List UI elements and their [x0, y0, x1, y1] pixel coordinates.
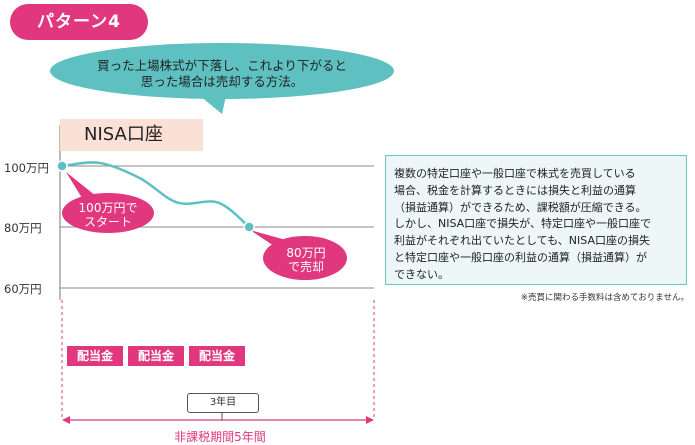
speech-line-1: 買った上場株式が下落し、これより下がると: [97, 58, 347, 73]
sell-annotation-line-1: 80万円: [286, 246, 326, 260]
dividend-badge-3: 配当金: [189, 346, 245, 366]
start-annotation-line-2: スタート: [83, 215, 132, 229]
series-line: [61, 161, 251, 228]
start-bubble: [62, 193, 154, 233]
pattern-badge: パターン4: [10, 4, 148, 40]
speech-line-2: 思った場合は売却する方法。: [140, 74, 304, 89]
y-tick-label-60: 60万円: [4, 282, 42, 296]
speech-bubble: [50, 43, 394, 99]
start-annotation-label: 100万円で スタート: [66, 201, 150, 229]
info-line-5: 利益がそれぞれ出ていたとしても、NISA口座の損失: [394, 234, 650, 248]
start-bubble-tail: [66, 172, 96, 198]
sell-point: [243, 221, 255, 233]
info-line-2: 場合、税金を計算するときには損失と利益の通算: [394, 183, 636, 197]
sell-bubble-tail: [250, 230, 286, 246]
info-line-3: （損益通算）ができるため、課税額が圧縮できる。: [394, 200, 647, 214]
info-line-1: 複数の特定口座や一般口座で株式を売買している: [394, 167, 636, 180]
info-line-4: しかし、NISA口座で損失が、特定口座や一般口座で: [394, 217, 651, 231]
sell-bubble: [263, 236, 347, 280]
info-box: 複数の特定口座や一般口座で株式を売買している 場合、税金を計算するときには損失と…: [385, 155, 687, 285]
period-arrow-left-head: [62, 416, 70, 424]
year-marker: 3年目: [187, 393, 259, 413]
y-tick-label-100: 100万円: [4, 161, 49, 175]
start-annotation-line-1: 100万円で: [78, 201, 138, 215]
sell-annotation-label: 80万円 で売却: [268, 246, 344, 274]
sell-annotation-line-2: で売却: [287, 260, 324, 274]
dividend-badge-2: 配当金: [128, 346, 184, 366]
info-line-6: と特定口座や一般口座の利益の通算（損益通算）が: [394, 250, 647, 264]
speech-bubble-tail: [200, 96, 226, 114]
tax-free-period-label: 非課税期間5年間: [174, 430, 266, 444]
speech-text: 買った上場株式が下落し、これより下がると 思った場合は売却する方法。: [62, 58, 382, 90]
dividend-badge-1: 配当金: [67, 346, 123, 366]
period-arrow-right-head: [366, 416, 374, 424]
y-tick-label-80: 80万円: [4, 221, 42, 235]
start-point: [56, 160, 68, 172]
fee-note: ※売買に関わる手数料は含めておりません。: [520, 293, 689, 303]
nisa-account-label: NISA口座: [60, 119, 203, 151]
info-line-7: できない。: [394, 267, 449, 281]
